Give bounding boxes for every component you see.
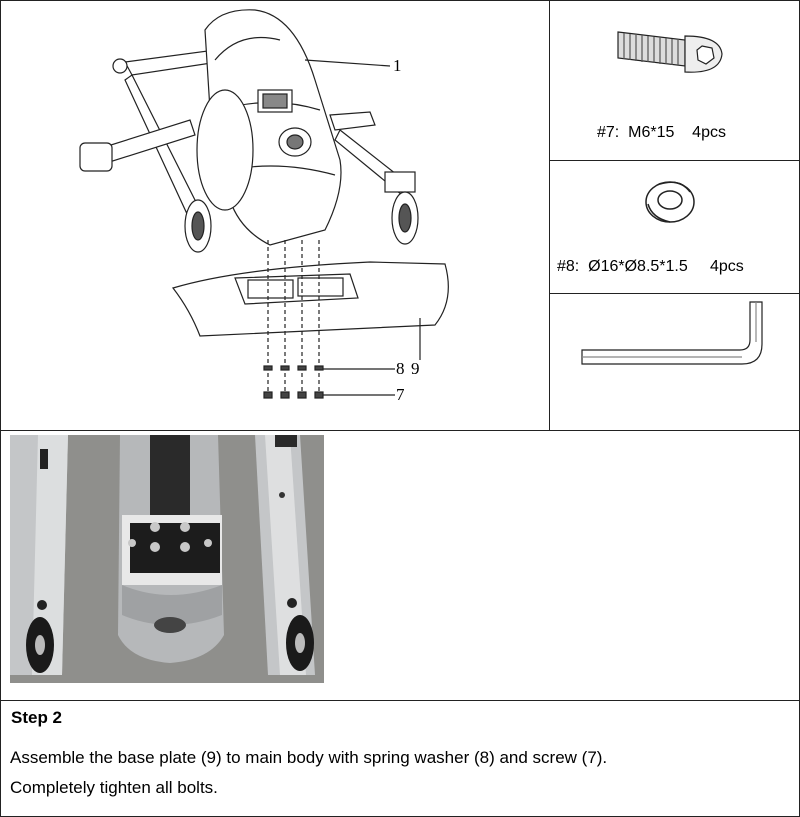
part-code: #7 bbox=[597, 124, 615, 141]
bolt-icon bbox=[610, 18, 730, 93]
allen-key-icon bbox=[578, 298, 778, 383]
pedal-exerciser-drawing bbox=[79, 9, 449, 399]
part-8-label: #8: Ø16*Ø8.5*1.5 4pcs bbox=[557, 258, 744, 275]
step-instructions: Assemble the base plate (9) to main body… bbox=[10, 743, 780, 803]
spring-washer-icon bbox=[640, 172, 700, 235]
part-spec: M6*15 bbox=[628, 124, 675, 141]
divider bbox=[549, 293, 799, 294]
divider bbox=[1, 700, 799, 701]
part-code: #8 bbox=[557, 258, 575, 275]
callout-9: 9 bbox=[411, 359, 420, 378]
callout-8: 8 bbox=[396, 359, 405, 378]
assembly-diagram bbox=[40, 0, 520, 420]
callout-1: 1 bbox=[393, 56, 402, 75]
assembly-photo bbox=[10, 435, 324, 683]
part-qty: 4pcs bbox=[692, 124, 726, 141]
divider bbox=[1, 430, 799, 431]
callout-7: 7 bbox=[396, 385, 405, 404]
step-title: Step 2 bbox=[11, 708, 63, 727]
divider bbox=[549, 160, 799, 161]
step-line: Completely tighten all bolts. bbox=[10, 778, 218, 797]
step-line: Assemble the base plate (9) to main body… bbox=[10, 748, 608, 767]
part-qty: 4pcs bbox=[710, 258, 744, 275]
divider bbox=[549, 1, 550, 430]
part-spec: Ø16*Ø8.5*1.5 bbox=[588, 258, 688, 275]
part-7-label: #7: M6*15 4pcs bbox=[597, 124, 726, 141]
